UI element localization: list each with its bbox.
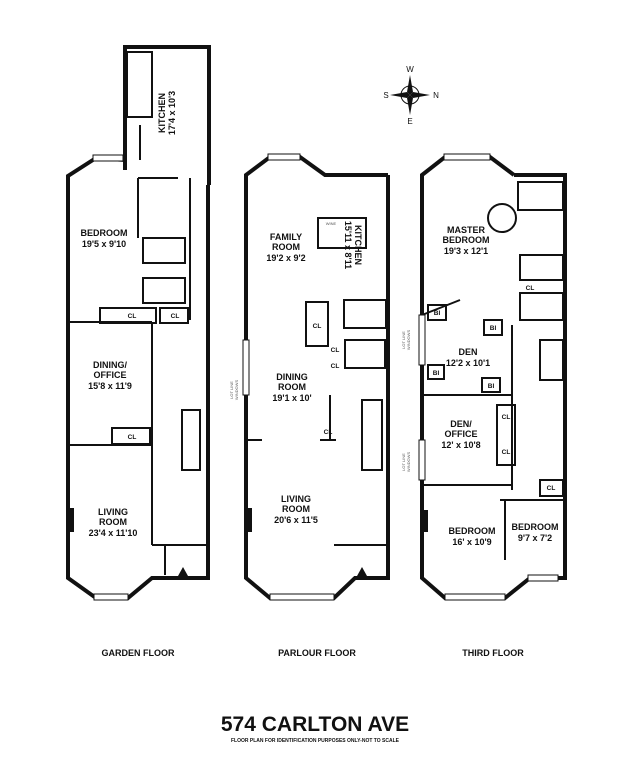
parlour-living-name2: ROOM: [282, 504, 310, 514]
third-master-dim: 19'3 x 12'1: [444, 246, 488, 256]
third-lot-line-label: LOT LINE: [401, 453, 406, 471]
garden-bedroom-name: BEDROOM: [81, 228, 128, 238]
third-closet-label: CL: [502, 414, 511, 421]
garden-fireplace: [66, 508, 74, 532]
third-master-name2: BEDROOM: [443, 235, 490, 245]
garden-living-name: LIVING: [98, 507, 128, 517]
third-bedroom2-name: BEDROOM: [512, 522, 559, 532]
parlour-windows-label: WINDOWS: [234, 380, 239, 401]
third-den-office-name: DEN/: [450, 419, 472, 429]
garden-bedroom-dim: 19'5 x 9'10: [82, 239, 126, 249]
garden-dining-dim: 15'8 x 11'9: [88, 381, 132, 391]
third-den-name: DEN: [458, 347, 477, 357]
parlour-family-name2: ROOM: [272, 242, 300, 252]
garden-kitchen-name: KITCHEN: [157, 93, 167, 133]
page-subtitle: FLOOR PLAN FOR IDENTIFICATION PURPOSES O…: [231, 738, 400, 744]
parlour-family-dim: 19'2 x 9'2: [266, 253, 305, 263]
garden-windows: [92, 154, 129, 601]
third-windows-label: WINDOWS: [406, 330, 411, 351]
parlour-family-name: FAMILY: [270, 232, 302, 242]
parlour-floor-plan: [244, 155, 390, 600]
parlour-closet-label: CL: [331, 347, 340, 354]
parlour-living-dim: 20'6 x 11'5: [274, 515, 318, 525]
third-builtin-label: BI: [434, 310, 441, 317]
garden-floor-label: GARDEN FLOOR: [102, 648, 175, 658]
garden-closet-label: CL: [171, 313, 180, 320]
garden-dining-name2: OFFICE: [94, 370, 127, 380]
garden-living-dim: 23'4 x 11'10: [89, 528, 138, 538]
parlour-dining-name: DINING: [276, 372, 308, 382]
parlour-kitchen-dim: 15'11 x 8'11: [343, 221, 353, 269]
parlour-floor-interior: [246, 217, 388, 546]
third-builtin-label: BI: [490, 325, 497, 332]
third-builtin-label: BI: [433, 370, 440, 377]
parlour-kitchen-name: KITCHEN: [353, 225, 363, 265]
third-windows-label: WINDOWS: [406, 452, 411, 473]
third-bedroom1-name: BEDROOM: [449, 526, 496, 536]
garden-floor-interior: [68, 51, 208, 575]
parlour-closet-label: CL: [313, 323, 322, 330]
third-windows: [418, 153, 559, 601]
third-bedroom1-dim: 16' x 10'9: [452, 537, 491, 547]
third-den-office-name2: OFFICE: [445, 429, 478, 439]
garden-entry-arrow-icon: [178, 567, 188, 576]
parlour-living-name: LIVING: [281, 494, 311, 504]
third-closet-label: CL: [547, 485, 556, 492]
third-fireplace: [420, 510, 428, 532]
parlour-entry-arrow-icon: [357, 567, 367, 576]
third-floor-interior: [421, 181, 565, 560]
parlour-dining-name2: ROOM: [278, 382, 306, 392]
compass-e-label: E: [407, 117, 412, 126]
third-floor-label: THIRD FLOOR: [462, 648, 524, 658]
third-den-office-dim: 12' x 10'8: [441, 440, 480, 450]
third-master-name: MASTER: [447, 225, 486, 235]
garden-closet-label: CL: [128, 313, 137, 320]
parlour-lot-line-label: LOT LINE: [229, 381, 234, 399]
compass-w-label: W: [406, 65, 414, 74]
third-closet-label: CL: [526, 285, 535, 292]
third-builtin-label: BI: [488, 383, 495, 390]
third-bedroom2-dim: 9'7 x 7'2: [518, 533, 552, 543]
compass-rose-icon: [390, 75, 430, 115]
garden-closet-label: CL: [128, 434, 137, 441]
third-den-dim: 12'2 x 10'1: [446, 358, 490, 368]
parlour-closet-label: CL: [331, 363, 340, 370]
parlour-closet-label: CL: [324, 429, 333, 436]
garden-kitchen-dim: 17'4 x 10'3: [167, 91, 177, 135]
parlour-fireplace: [244, 508, 252, 532]
garden-living-name2: ROOM: [99, 517, 127, 527]
compass-s-label: S: [383, 91, 388, 100]
garden-dining-name: DINING/: [93, 360, 128, 370]
parlour-windows: [242, 153, 335, 601]
third-closet-label: CL: [502, 449, 511, 456]
compass-n-label: N: [433, 91, 439, 100]
parlour-floor-label: PARLOUR FLOOR: [278, 648, 356, 658]
parlour-wine-label: WINE: [326, 221, 337, 226]
parlour-dining-dim: 19'1 x 10': [272, 393, 311, 403]
third-lot-line-label: LOT LINE: [401, 331, 406, 349]
page-title: 574 CARLTON AVE: [221, 713, 409, 736]
